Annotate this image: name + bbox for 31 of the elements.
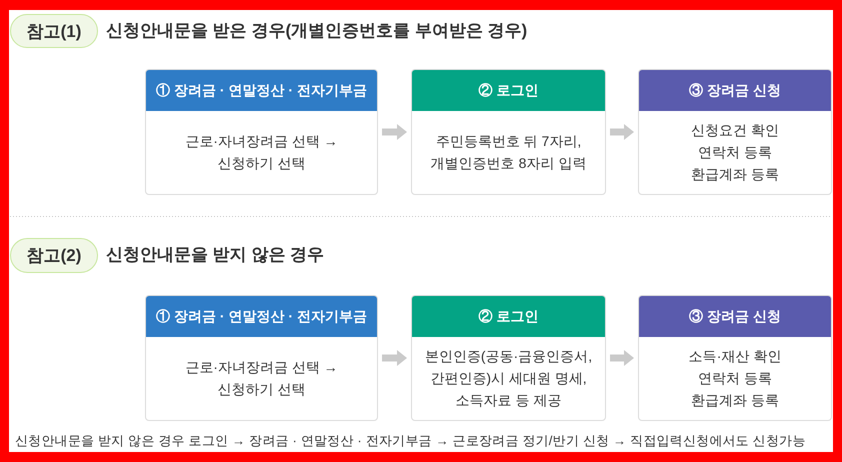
step-card <box>411 295 606 421</box>
step-description: 환급계좌 등록 <box>691 390 779 410</box>
step-description: 소득·재산 확인 <box>688 346 782 366</box>
step-description: 본인인증(공동·금융인증서, 간편인증)시 세대원 명세, 소득자료 등 제공 <box>424 346 594 410</box>
step-card <box>411 69 606 195</box>
step-description: 주민등록번호 뒤 7자리, 개별인증번호 8자리 입력 <box>430 132 588 172</box>
arrow <box>610 350 634 366</box>
step-title: ② 로그인 <box>412 296 605 337</box>
step-description: 근로·자녀장려금 선택 → 신청하기 선택 <box>184 358 339 398</box>
section-title: 신청안내문을 받은 경우(개별인증번호를 부여받은 경우) <box>106 20 528 42</box>
step-description: 연락처 등록 <box>698 368 772 388</box>
step-description: 환급계좌 등록 <box>691 164 779 184</box>
step-title: ① 장려금 · 연말정산 · 전자기부금 <box>146 296 377 337</box>
footnote: 신청안내문을 받지 않은 경우 로그인 → 장려금 · 연말정산 · 전자기부금 → 근로장려금 정기/반기 신청 → 직접입력신청에서도 신청가능 <box>15 432 806 450</box>
step-card <box>145 295 378 421</box>
step-card <box>145 69 378 195</box>
step-title: ② 로그인 <box>412 70 605 111</box>
arrow <box>382 124 407 140</box>
step-description: 연락처 등록 <box>698 142 772 162</box>
step-title: ① 장려금 · 연말정산 · 전자기부금 <box>146 70 377 111</box>
section-tag: 참고(1) <box>10 14 98 48</box>
arrow <box>610 124 634 140</box>
step-description: 신청요건 확인 <box>691 120 779 140</box>
step-card <box>638 295 832 421</box>
section-title: 신청안내문을 받지 않은 경우 <box>106 244 324 266</box>
step-title: ③ 장려금 신청 <box>639 296 831 337</box>
arrow <box>382 350 407 366</box>
step-title: ③ 장려금 신청 <box>639 70 831 111</box>
step-card <box>638 69 832 195</box>
step-description: 근로·자녀장려금 선택 → 신청하기 선택 <box>184 132 339 172</box>
section-tag: 참고(2) <box>10 238 98 273</box>
